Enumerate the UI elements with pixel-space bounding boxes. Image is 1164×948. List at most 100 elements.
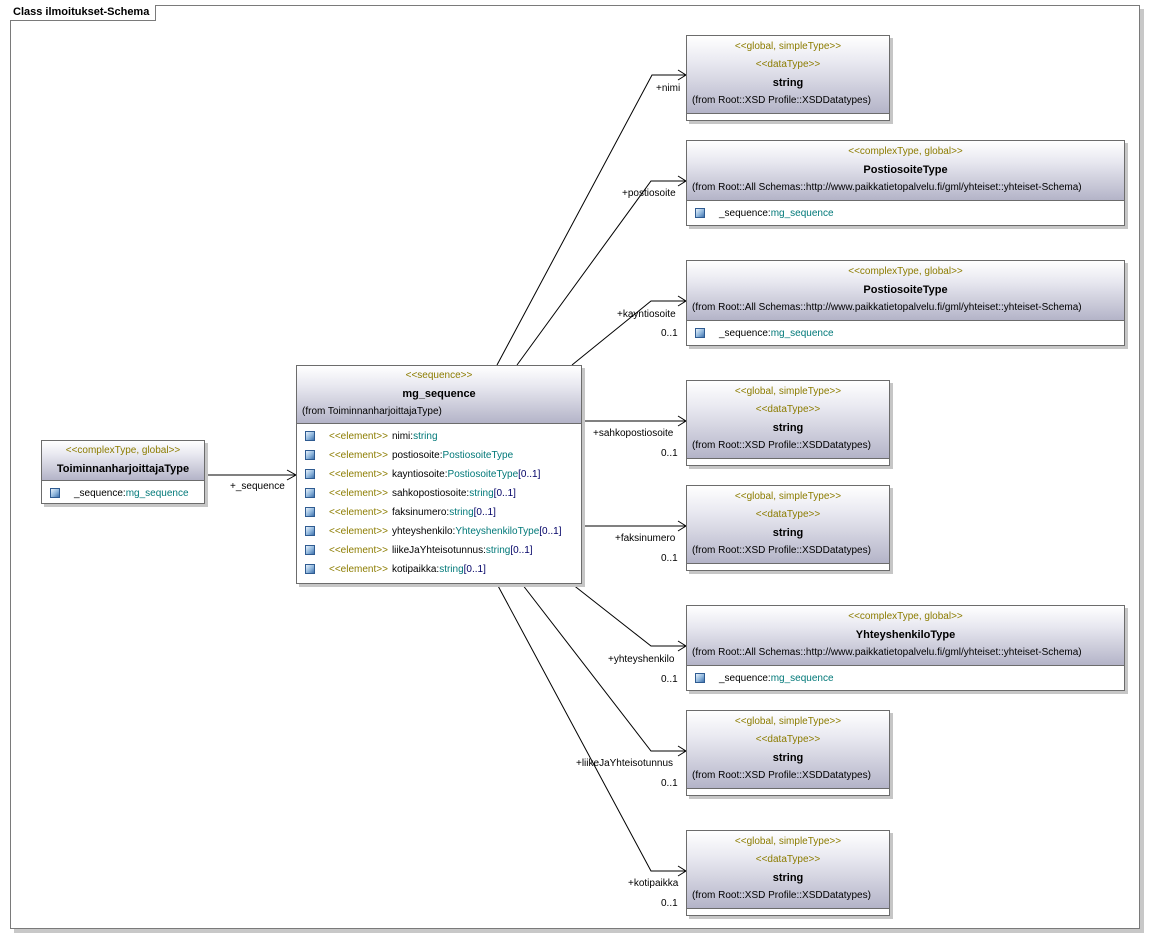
multiplicity-kotipaikka: 0..1 — [661, 898, 678, 909]
class-origin: (from Root::All Schemas::http://www.paik… — [692, 302, 1082, 313]
attribute-type: PostiosoiteType — [442, 450, 514, 461]
role-label-kayntiosoite: +kayntiosoite — [617, 309, 676, 320]
class-toiminnanharjoittajatype[interactable]: <<complexType, global>> Toiminnanharjoit… — [41, 440, 205, 504]
attribute-multiplicity: [0..1] — [473, 507, 496, 518]
attribute-multiplicity: [0..1] — [518, 469, 541, 480]
stereotype-label: <<complexType, global>> — [65, 445, 181, 456]
role-label-sahkopostiosoite: +sahkopostiosoite — [593, 428, 674, 439]
multiplicity-faksinumero: 0..1 — [661, 553, 678, 564]
stereotype-label: <<complexType, global>> — [848, 611, 963, 622]
element-stereotype: <<element>> — [329, 431, 388, 442]
stereotype-label: <<dataType>> — [755, 59, 821, 70]
role-label-liikejayhteisotunnus: +liikeJaYhteisotunnus — [576, 758, 674, 769]
class-string-liikejayhteisotunnus[interactable]: <<global, simpleType>> <<dataType>> stri… — [686, 710, 890, 796]
element-stereotype: <<element>> — [329, 564, 388, 575]
assoc-line-postiosoite — [516, 180, 686, 366]
class-origin: (from ToiminnanharjoittajaType) — [302, 406, 442, 417]
attribute-name: yhteyshenkilo: — [391, 526, 456, 537]
class-name: ToiminnanharjoittajaType — [56, 463, 190, 475]
class-mg-sequence[interactable]: <<sequence>> mg_sequence (from Toiminnan… — [296, 365, 582, 584]
attribute-icon — [305, 488, 315, 499]
role-label-sequence: +_sequence — [230, 481, 285, 492]
role-label-faksinumero: +faksinumero — [615, 533, 676, 544]
class-string-faksinumero[interactable]: <<global, simpleType>> <<dataType>> stri… — [686, 485, 890, 571]
attribute-multiplicity: [0..1] — [493, 488, 516, 499]
class-name: string — [772, 422, 804, 434]
attribute-row[interactable]: _sequence:mg_sequence — [687, 324, 1124, 343]
class-string-kotipaikka[interactable]: <<global, simpleType>> <<dataType>> stri… — [686, 830, 890, 916]
multiplicity-yhteyshenkilo: 0..1 — [661, 674, 678, 685]
assoc-line-yhteyshenkilo — [571, 583, 686, 647]
element-stereotype: <<element>> — [329, 507, 388, 518]
stereotype-label: <<dataType>> — [755, 734, 821, 745]
attribute-type: string — [469, 488, 494, 499]
class-origin: (from Root::XSD Profile::XSDDatatypes) — [692, 890, 871, 901]
role-label-postiosoite: +postiosoite — [622, 188, 676, 199]
class-name: string — [772, 752, 804, 764]
attribute-name: postiosoite: — [391, 450, 443, 461]
attribute-row[interactable]: <<element>>postiosoite:PostiosoiteType — [297, 446, 581, 465]
attribute-row[interactable]: _sequence:mg_sequence — [687, 204, 1124, 223]
assoc-line-nimi — [496, 74, 686, 366]
class-name: mg_sequence — [402, 388, 476, 400]
attribute-multiplicity: [0..1] — [510, 545, 533, 556]
stereotype-label: <<complexType, global>> — [848, 146, 963, 157]
attribute-row[interactable]: <<element>>sahkopostiosoite:string[0..1] — [297, 484, 581, 503]
stereotype-label: <<global, simpleType>> — [734, 716, 842, 727]
attribute-multiplicity: [0..1] — [539, 526, 562, 537]
class-postiosoitetype-kaynti[interactable]: <<complexType, global>> PostiosoiteType … — [686, 260, 1125, 346]
stereotype-label: <<dataType>> — [755, 404, 821, 415]
attribute-row[interactable]: <<element>>kotipaikka:string[0..1] — [297, 560, 581, 579]
class-name: string — [772, 872, 804, 884]
class-yhteyshenkilotype[interactable]: <<complexType, global>> YhteyshenkiloTyp… — [686, 605, 1125, 691]
attribute-name: faksinumero: — [391, 507, 450, 518]
attribute-icon — [50, 488, 60, 499]
attribute-name: nimi: — [391, 431, 414, 442]
attribute-row[interactable]: <<element>>faksinumero:string[0..1] — [297, 503, 581, 522]
attribute-icon — [305, 431, 315, 442]
element-stereotype: <<element>> — [329, 488, 388, 499]
attribute-icon — [305, 450, 315, 461]
class-origin: (from Root::XSD Profile::XSDDatatypes) — [692, 770, 871, 781]
class-string-sahkopostiosoite[interactable]: <<global, simpleType>> <<dataType>> stri… — [686, 380, 890, 466]
element-stereotype: <<element>> — [329, 545, 388, 556]
attribute-type: string — [413, 431, 438, 442]
class-name: YhteyshenkiloType — [855, 629, 956, 641]
attribute-row[interactable]: <<element>>yhteyshenkilo:YhteyshenkiloTy… — [297, 522, 581, 541]
class-name: PostiosoiteType — [863, 284, 948, 296]
attribute-icon — [305, 469, 315, 480]
stereotype-label: <<global, simpleType>> — [734, 41, 842, 52]
attribute-icon — [305, 507, 315, 518]
attribute-type: string — [485, 545, 511, 556]
attribute-row[interactable]: <<element>>nimi:string — [297, 427, 581, 446]
attribute-name: kotipaikka: — [391, 564, 440, 575]
stereotype-label: <<global, simpleType>> — [734, 386, 842, 397]
attribute-icon — [695, 673, 705, 684]
attribute-icon — [305, 545, 315, 556]
attribute-row[interactable]: <<element>>liikeJaYhteisotunnus:string[0… — [297, 541, 581, 560]
class-origin: (from Root::XSD Profile::XSDDatatypes) — [692, 545, 871, 556]
stereotype-label: <<sequence>> — [405, 370, 473, 381]
class-name: string — [772, 527, 804, 539]
attribute-row[interactable]: _sequence:mg_sequence — [42, 484, 204, 503]
attribute-icon — [695, 208, 705, 219]
stereotype-label: <<complexType, global>> — [848, 266, 963, 277]
role-label-yhteyshenkilo: +yhteyshenkilo — [608, 654, 675, 665]
assoc-line-kayntiosoite — [571, 300, 686, 366]
attribute-icon — [305, 526, 315, 537]
class-string-nimi[interactable]: <<global, simpleType>> <<dataType>> stri… — [686, 35, 890, 121]
attribute-multiplicity: [0..1] — [463, 564, 486, 575]
attribute-icon — [695, 328, 705, 339]
assoc-line-kotipaikka — [496, 583, 686, 872]
role-label-kotipaikka: +kotipaikka — [628, 878, 679, 889]
role-label-nimi: +nimi — [656, 83, 681, 94]
diagram-title: Class ilmoitukset-Schema — [10, 5, 157, 21]
attribute-row[interactable]: <<element>>kayntiosoite:PostiosoiteType[… — [297, 465, 581, 484]
stereotype-label: <<global, simpleType>> — [734, 836, 842, 847]
class-name: PostiosoiteType — [863, 164, 948, 176]
attribute-icon — [305, 564, 315, 575]
attribute-row[interactable]: _sequence:mg_sequence — [687, 669, 1124, 688]
attribute-name: kayntiosoite: — [391, 469, 448, 480]
class-postiosoitetype[interactable]: <<complexType, global>> PostiosoiteType … — [686, 140, 1125, 226]
multiplicity-liikejayhteisotunnus: 0..1 — [661, 778, 678, 789]
